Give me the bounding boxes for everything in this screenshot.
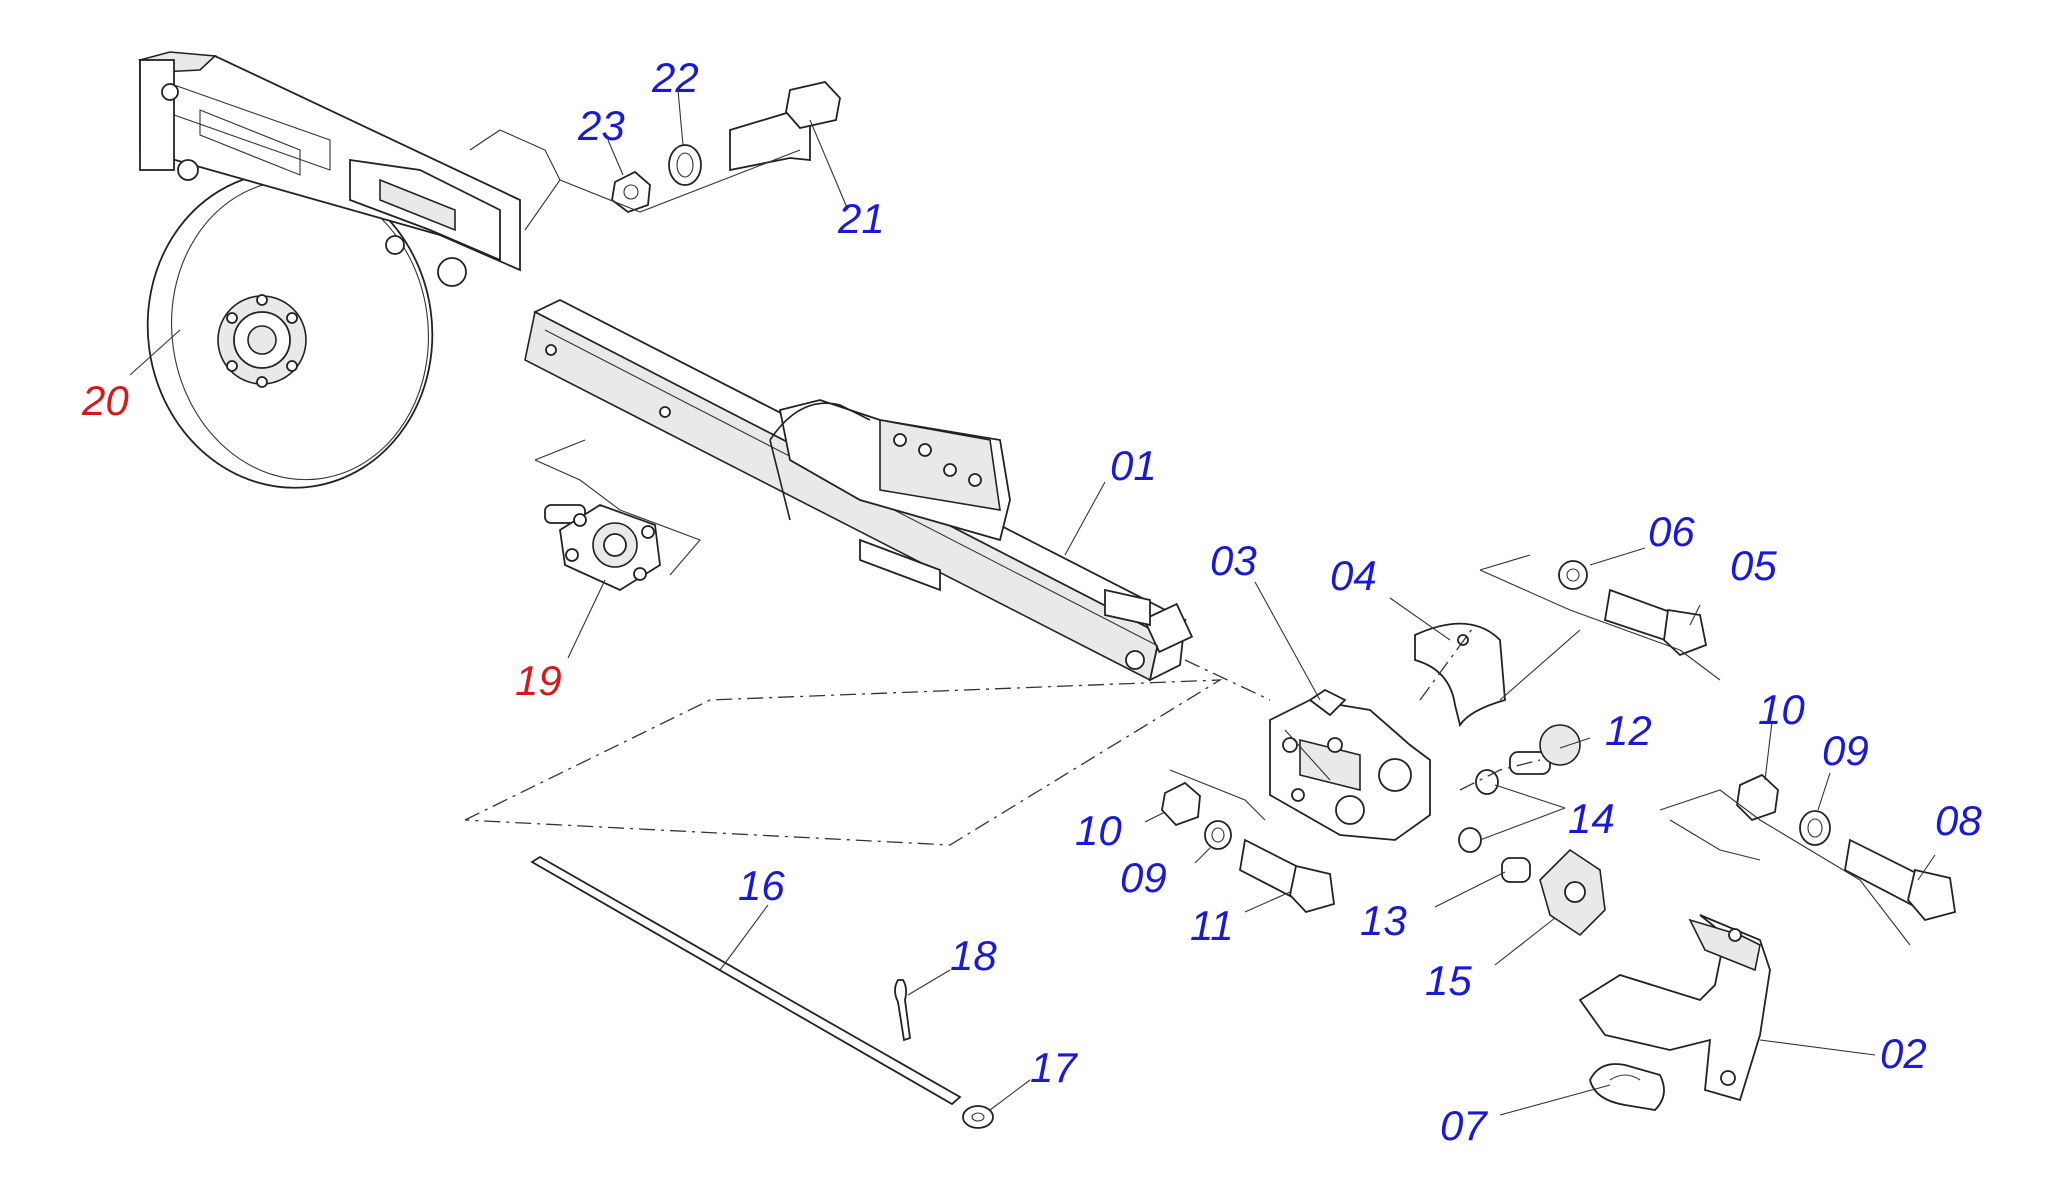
part-label-20: 20 — [81, 377, 129, 424]
part-label-08: 08 — [1935, 797, 1982, 844]
part-label-16: 16 — [738, 862, 785, 909]
assembly-lines — [464, 129, 1911, 946]
bearing-drawing — [544, 504, 661, 592]
part-label-15: 15 — [1425, 957, 1472, 1004]
part-label-09-left: 09 — [1120, 854, 1167, 901]
part-label-12: 12 — [1605, 707, 1652, 754]
part-label-01: 01 — [1110, 442, 1157, 489]
part-label-09-right: 09 — [1822, 727, 1869, 774]
part-label-17: 17 — [1030, 1044, 1078, 1091]
leader-lines — [129, 89, 1936, 1116]
part-label-06: 06 — [1648, 508, 1695, 555]
lower-bracket-drawing — [1578, 914, 1771, 1111]
part-label-14: 14 — [1568, 795, 1615, 842]
part-label-10-right: 10 — [1758, 686, 1805, 733]
part-label-18: 18 — [950, 932, 997, 979]
main-beam-drawing — [524, 298, 1194, 682]
part-label-21: 21 — [837, 195, 885, 242]
part-label-19: 19 — [515, 657, 562, 704]
part-label-13: 13 — [1360, 897, 1407, 944]
part-label-04: 04 — [1330, 552, 1377, 599]
part-label-07: 07 — [1440, 1102, 1488, 1149]
part-labels: 01 02 03 04 05 06 07 08 09 10 10 09 11 1… — [81, 54, 1982, 1149]
part-label-02: 02 — [1880, 1030, 1927, 1077]
fasteners-drawing — [530, 81, 1957, 1129]
part-label-03: 03 — [1210, 537, 1257, 584]
disc-assembly-drawing — [137, 51, 521, 489]
part-label-05: 05 — [1730, 542, 1777, 589]
part-label-23: 23 — [577, 102, 625, 149]
gearbox-housing-drawing — [1269, 622, 1506, 841]
part-label-11: 11 — [1190, 902, 1234, 949]
part-label-22: 22 — [651, 54, 699, 101]
part-label-10-left: 10 — [1075, 807, 1122, 854]
